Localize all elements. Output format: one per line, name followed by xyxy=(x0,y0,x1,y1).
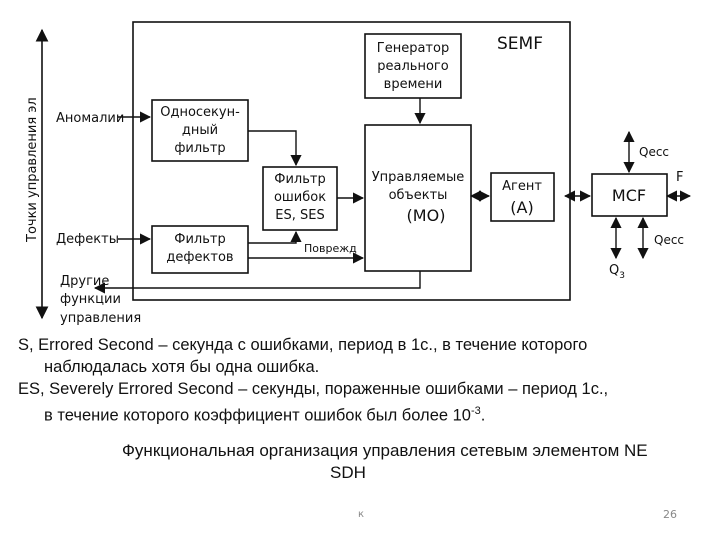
generator-label-1: Генератор xyxy=(377,41,449,56)
es-definition-suffix: . xyxy=(480,406,486,425)
page-number: 26 xyxy=(663,508,677,521)
es-definition-line-2: в течение которого коэффициент ошибок бы… xyxy=(18,400,708,427)
caption-line-1: Функциональная организация управления се… xyxy=(122,441,648,460)
generator-label-3: времени xyxy=(384,77,443,92)
es-definition-line-1: ES, Severely Errored Second – секунды, п… xyxy=(18,380,609,398)
managed-objects-label-2: объекты xyxy=(389,188,448,203)
agent-abbr: (А) xyxy=(510,198,533,217)
qecc-bottom-label: Qecc xyxy=(654,233,684,247)
error-filter-label-1: Фильтр xyxy=(274,172,325,187)
es-definition-prefix: в течение которого коэффициент ошибок бы… xyxy=(44,406,471,425)
defects-label: Дефекты xyxy=(56,232,119,247)
q3-subscript: 3 xyxy=(619,271,625,281)
management-points-axis-label: Точки управления эл xyxy=(25,97,40,243)
agent-label: Агент xyxy=(502,179,542,194)
s-definition-line-2: наблюдалась хотя бы одна ошибка. xyxy=(44,358,320,376)
one-second-filter-label-3: фильтр xyxy=(174,141,225,156)
damage-label: Поврежд xyxy=(304,242,357,255)
defect-filter-label-1: Фильтр xyxy=(174,232,225,247)
one-second-filter-label-1: Односекун- xyxy=(160,105,240,120)
defect-filter-to-error-filter-arrow xyxy=(248,230,302,244)
s-definition-line-1: S, Errored Second – секунда с ошибками, … xyxy=(18,336,588,354)
managed-objects-label-1: Управляемые xyxy=(372,170,465,185)
error-filter-label-3: ES, SES xyxy=(275,208,324,223)
q3-label: Q3 xyxy=(609,263,625,281)
one-second-to-error-filter-arrow xyxy=(248,130,302,167)
es-definition-exponent: -3 xyxy=(470,405,481,417)
semf-label: SEMF xyxy=(497,34,543,54)
f-label: F xyxy=(676,170,683,185)
definitions: S, Errored Second – секунда с ошибками, … xyxy=(18,334,708,427)
generator-label-2: реального xyxy=(377,59,448,74)
caption-line-2: SDH xyxy=(330,463,366,482)
other-functions-label-1: Другие xyxy=(60,274,109,289)
defect-filter-label-2: дефектов xyxy=(166,250,233,265)
other-functions-label-2: функции xyxy=(60,292,121,307)
one-second-filter-label-2: дный xyxy=(182,123,218,138)
footer-mark: к xyxy=(358,509,365,520)
defect-filter-block xyxy=(151,225,249,274)
q3-main: Q xyxy=(609,263,619,278)
other-functions-link xyxy=(93,271,421,294)
qecc-top-label: Qecc xyxy=(639,145,669,159)
managed-objects-abbr: (МО) xyxy=(407,206,446,225)
mcf-label: MCF xyxy=(612,186,646,205)
other-functions-label-3: управления xyxy=(60,311,141,326)
anomalies-label: Аномалии xyxy=(56,111,124,126)
generator-block xyxy=(364,33,462,99)
semf-block-diagram: Точки управления эл SEMF Генератор реаль… xyxy=(25,21,692,326)
agent-block xyxy=(490,172,555,222)
error-filter-label-2: ошибок xyxy=(274,190,326,205)
semf-frame xyxy=(132,21,571,301)
